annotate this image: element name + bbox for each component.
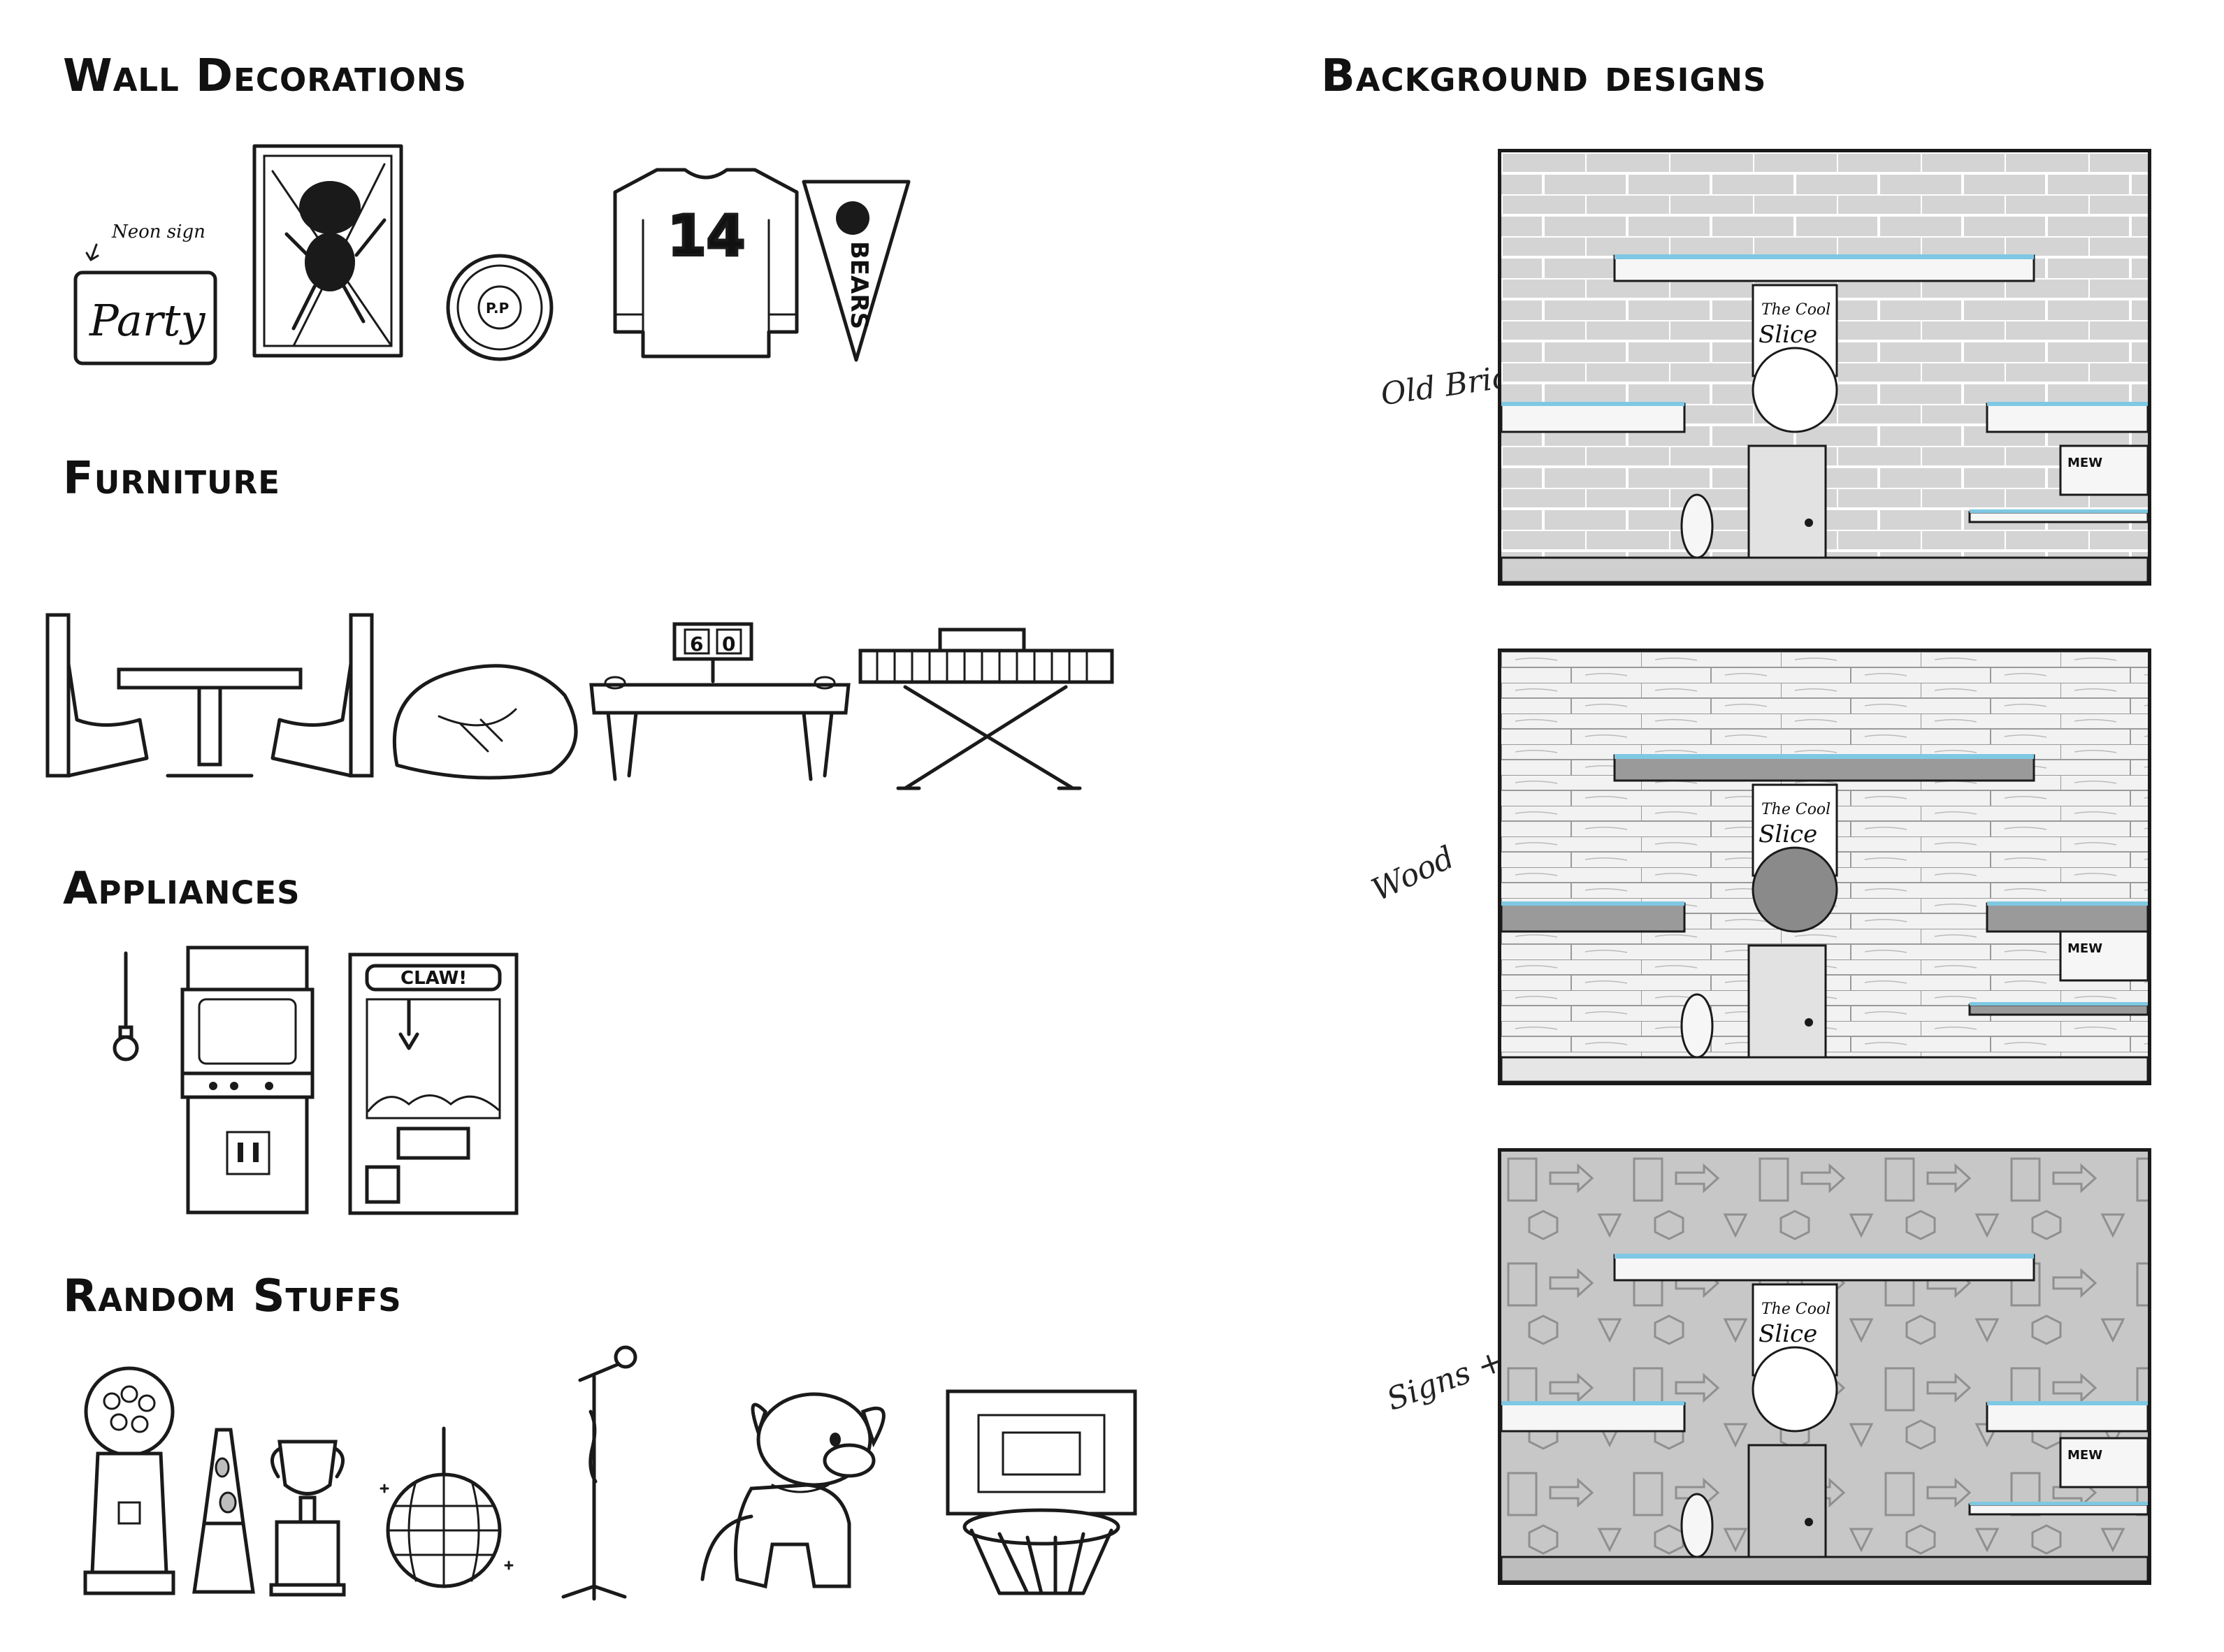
stuffed-dog [688,1384,905,1600]
shop-banner-line2: Slice [1759,1320,1817,1348]
claw-machine-label: CLAW! [400,968,467,989]
jersey-number: 14 [667,203,745,268]
section-title-appliances: Appliances [63,863,301,915]
arcade-cabinet [178,943,318,1216]
section-title-random-stuffs: Random Stuffs [63,1270,402,1322]
shop-banner-line2: Slice [1759,321,1817,349]
air-hockey-table: 6 0 [587,618,853,786]
section-title-wall-decorations: Wall Decorations [63,50,467,102]
shop-banner-line1: The Cool [1761,1300,1831,1318]
background-panel-wood: The Cool Slice MEW [1498,649,2151,1085]
diner-booth-set [42,608,377,783]
pennant-text: BEARS [845,241,873,329]
score-left: 6 [690,632,703,655]
neon-sign-note: Neon sign [111,222,205,242]
menu-board-label: MEW [2067,941,2102,956]
hanging-light-bulb [108,950,143,1062]
trophy [266,1436,349,1597]
menu-board-label: MEW [2067,456,2102,470]
scene-elements: The Cool Slice MEW [1501,254,2148,582]
record-label: P.P [486,300,509,317]
disco-ball [374,1426,514,1593]
menu-board-label: MEW [2067,1448,2102,1463]
bean-bag [383,653,582,783]
section-title-background-designs: Background designs [1321,50,1767,102]
neon-party-sign: Neon sign Party [70,217,224,377]
scene-elements: The Cool Slice MEW [1501,1254,2148,1581]
shop-banner-line2: Slice [1759,820,1817,848]
background-panel-signs-posters: The Cool Slice MEW [1498,1148,2151,1585]
shop-banner-line1: The Cool [1761,301,1831,319]
keyboard-piano [856,624,1122,795]
claw-machine: CLAW! [346,950,521,1216]
section-title-furniture: Furniture [63,453,280,505]
basketball-hoop [944,1387,1139,1604]
gumball-machine [77,1363,182,1600]
jersey: 14 [608,164,804,360]
scene-elements: The Cool Slice MEW [1501,754,2148,1082]
neon-sign-text: Party [89,295,205,346]
panel-note-wood: Wood [1366,839,1460,908]
score-right: 0 [722,632,735,655]
lava-lamp [189,1426,259,1597]
vinyl-record: P.P [444,252,556,363]
microphone-stand [559,1342,643,1601]
shop-banner-line1: The Cool [1761,801,1831,818]
framed-poster [252,143,405,360]
background-panel-old-brick: The Cool Slice MEW [1498,149,2151,586]
bears-pennant: BEARS [797,175,916,363]
